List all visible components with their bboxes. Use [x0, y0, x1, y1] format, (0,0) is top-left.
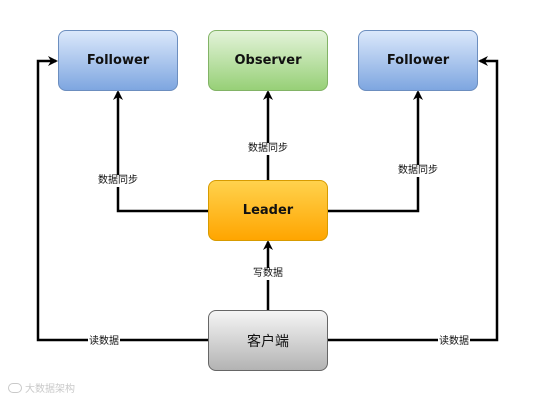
edge-label-read-left: 读数据 [88, 336, 120, 348]
edge-label-sync-center: 数据同步 [247, 143, 289, 155]
follower-right-node: Follower [358, 30, 478, 91]
leader-node: Leader [208, 180, 328, 241]
edge-leader-follower-right [328, 90, 423, 213]
edge-leader-follower-left [113, 90, 208, 213]
watermark: 大数据架构 [8, 380, 75, 395]
edge-label-sync-right: 数据同步 [397, 165, 439, 177]
watermark-text: 大数据架构 [25, 384, 75, 395]
edge-client-follower-left [36, 56, 208, 342]
edge-label-read-right: 读数据 [438, 336, 470, 348]
edge-label-write: 写数据 [252, 268, 284, 280]
follower-left-node: Follower [58, 30, 178, 91]
edge-client-follower-right [328, 56, 499, 342]
watermark-logo-icon [8, 382, 22, 393]
edge-label-sync-left: 数据同步 [97, 175, 139, 187]
client-node: 客户端 [208, 310, 328, 371]
observer-node: Observer [208, 30, 328, 91]
